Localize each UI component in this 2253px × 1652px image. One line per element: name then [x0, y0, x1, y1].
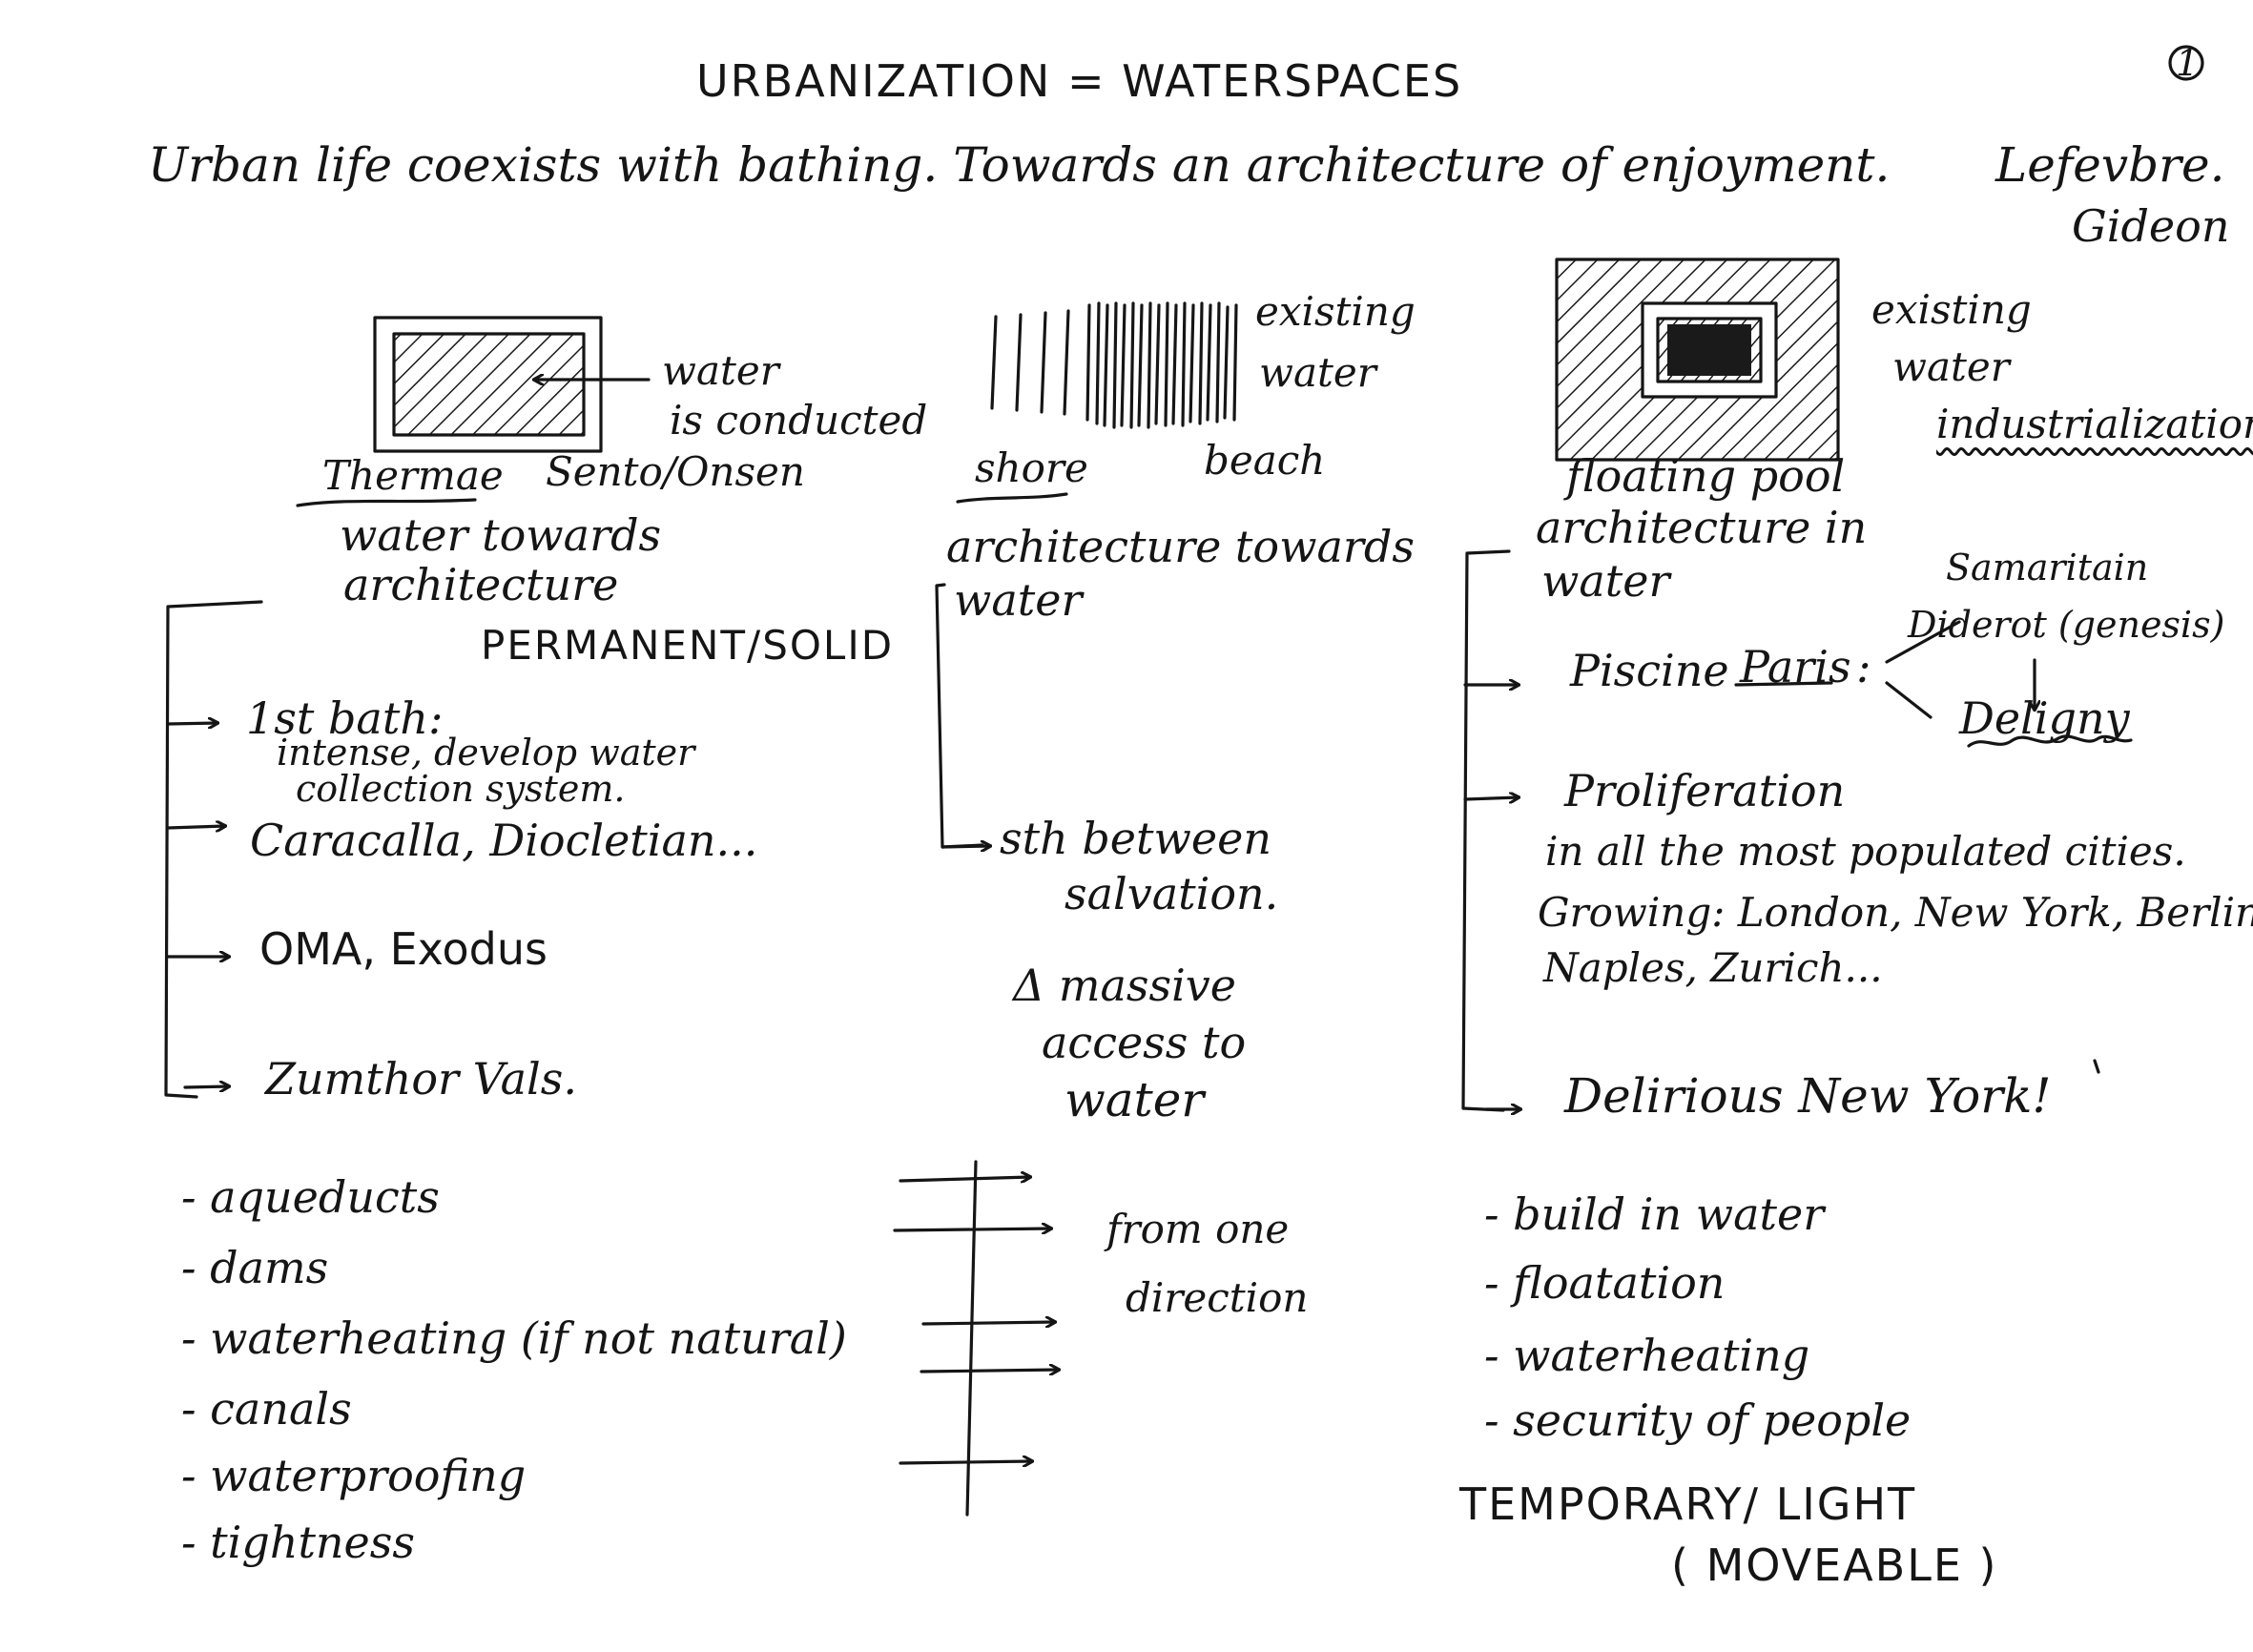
page-number-circle	[2168, 45, 2204, 81]
deligny-wavy-underline	[1967, 734, 2133, 748]
thermae-caption-2: architecture	[343, 559, 619, 610]
thermae-note-water: water	[662, 347, 779, 394]
direction-from-one: from one	[1106, 1206, 1290, 1252]
proliferation-line-3: Naples, Zurich...	[1543, 944, 1883, 991]
item-caracalla: Caracalla, Diocletian...	[250, 815, 758, 866]
author-lefebvre: Lefevbre.	[1995, 137, 2225, 193]
thermae-note-conducted: is conducted	[670, 397, 928, 444]
label-floating-pool: floating pool	[1566, 450, 1846, 502]
need-security: - security of people	[1484, 1394, 1912, 1446]
proliferation-line-2: Growing: London, New York, Berlin,	[1538, 889, 2253, 936]
delta-water: water	[1064, 1072, 1205, 1127]
paris-label: Paris	[1740, 641, 1851, 692]
proliferation-label: Proliferation	[1564, 765, 1846, 816]
floating-caption-2: water	[1541, 555, 1670, 607]
delta-massive: Δ massive	[1013, 960, 1237, 1011]
floating-bracket	[1461, 549, 1520, 1110]
category-temporary-light: TEMPORARY/ LIGHT	[1459, 1478, 1917, 1530]
label-shore: shore	[975, 444, 1088, 491]
piscine-label: Piscine	[1570, 645, 1729, 696]
direction-direction: direction	[1126, 1274, 1309, 1321]
item-zumthor-vals: Zumthor Vals.	[265, 1053, 577, 1105]
page-subtitle: Urban life coexists with bathing. Toward…	[148, 137, 1891, 193]
label-thermae: Thermae	[322, 452, 504, 499]
proliferation-line-1: in all the most populated cities.	[1545, 828, 2186, 875]
beach-diagram	[990, 301, 1238, 429]
branch-to-samaritain	[1885, 620, 1961, 664]
need-tightness: - tightness	[181, 1517, 415, 1568]
label-beach: beach	[1204, 437, 1326, 484]
beach-branch-1: sth between	[1000, 813, 1271, 864]
page-title: URBANIZATION = WATERSPACES	[696, 55, 1463, 107]
beach-caption-2: water	[954, 574, 1083, 626]
item-first-bath-note-1: intense, develop water	[277, 732, 695, 774]
tick-mark	[2093, 1059, 2100, 1074]
paris-colon: :	[1856, 641, 1871, 692]
author-giedion: Gideon	[2072, 200, 2230, 252]
beach-note-existing: existing	[1255, 288, 1416, 335]
thermae-caption-1: water towards	[340, 509, 662, 561]
beach-note-water: water	[1259, 349, 1376, 396]
floating-note-water: water	[1892, 343, 2010, 390]
pool-samaritain: Samaritain	[1946, 547, 2149, 589]
item-oma-exodus: OMA, Exodus	[259, 923, 548, 975]
branch-to-deligny	[1885, 681, 1933, 719]
pool-diderot: Diderot (genesis)	[1908, 604, 2225, 646]
paris-underline	[1734, 681, 1833, 687]
category-permanent-solid: PERMANENT/SOLID	[481, 622, 895, 669]
category-moveable: ( MOVEABLE )	[1671, 1539, 1998, 1591]
delirious-new-york: Delirious New York!	[1564, 1068, 2052, 1124]
label-sento-onsen: Sento/Onsen	[546, 448, 805, 495]
need-floatation: - floatation	[1484, 1257, 1726, 1309]
item-first-bath: 1st bath:	[246, 692, 444, 744]
beach-branch-2: salvation.	[1064, 868, 1279, 919]
thermae-underline	[296, 498, 477, 507]
floating-pool-diagram	[1555, 258, 1840, 462]
thermae-bracket	[164, 600, 263, 1099]
beach-bracket	[935, 583, 990, 847]
need-dams: - dams	[181, 1242, 329, 1293]
need-waterheating-float: - waterheating	[1484, 1330, 1810, 1381]
need-waterproofing: - waterproofing	[181, 1450, 527, 1501]
need-aqueducts: - aqueducts	[181, 1171, 440, 1223]
need-canals: - canals	[181, 1383, 352, 1435]
need-build-in-water: - build in water	[1484, 1188, 1825, 1240]
pool-deligny: Deligny	[1959, 692, 2130, 744]
delta-access: access to	[1042, 1017, 1247, 1068]
item-first-bath-note-2: collection system.	[296, 768, 626, 810]
page-number: 1	[2176, 42, 2200, 84]
beach-caption-1: architecture towards	[946, 521, 1415, 572]
thermae-diagram	[373, 316, 651, 453]
shore-underline	[956, 492, 1068, 504]
floating-caption-1: architecture in	[1536, 502, 1868, 553]
floating-note-existing: existing	[1871, 286, 2032, 333]
direction-diagram	[893, 1160, 1059, 1517]
label-industrialization: industrialization	[1936, 401, 2253, 447]
need-waterheating: - waterheating (if not natural)	[181, 1312, 847, 1364]
